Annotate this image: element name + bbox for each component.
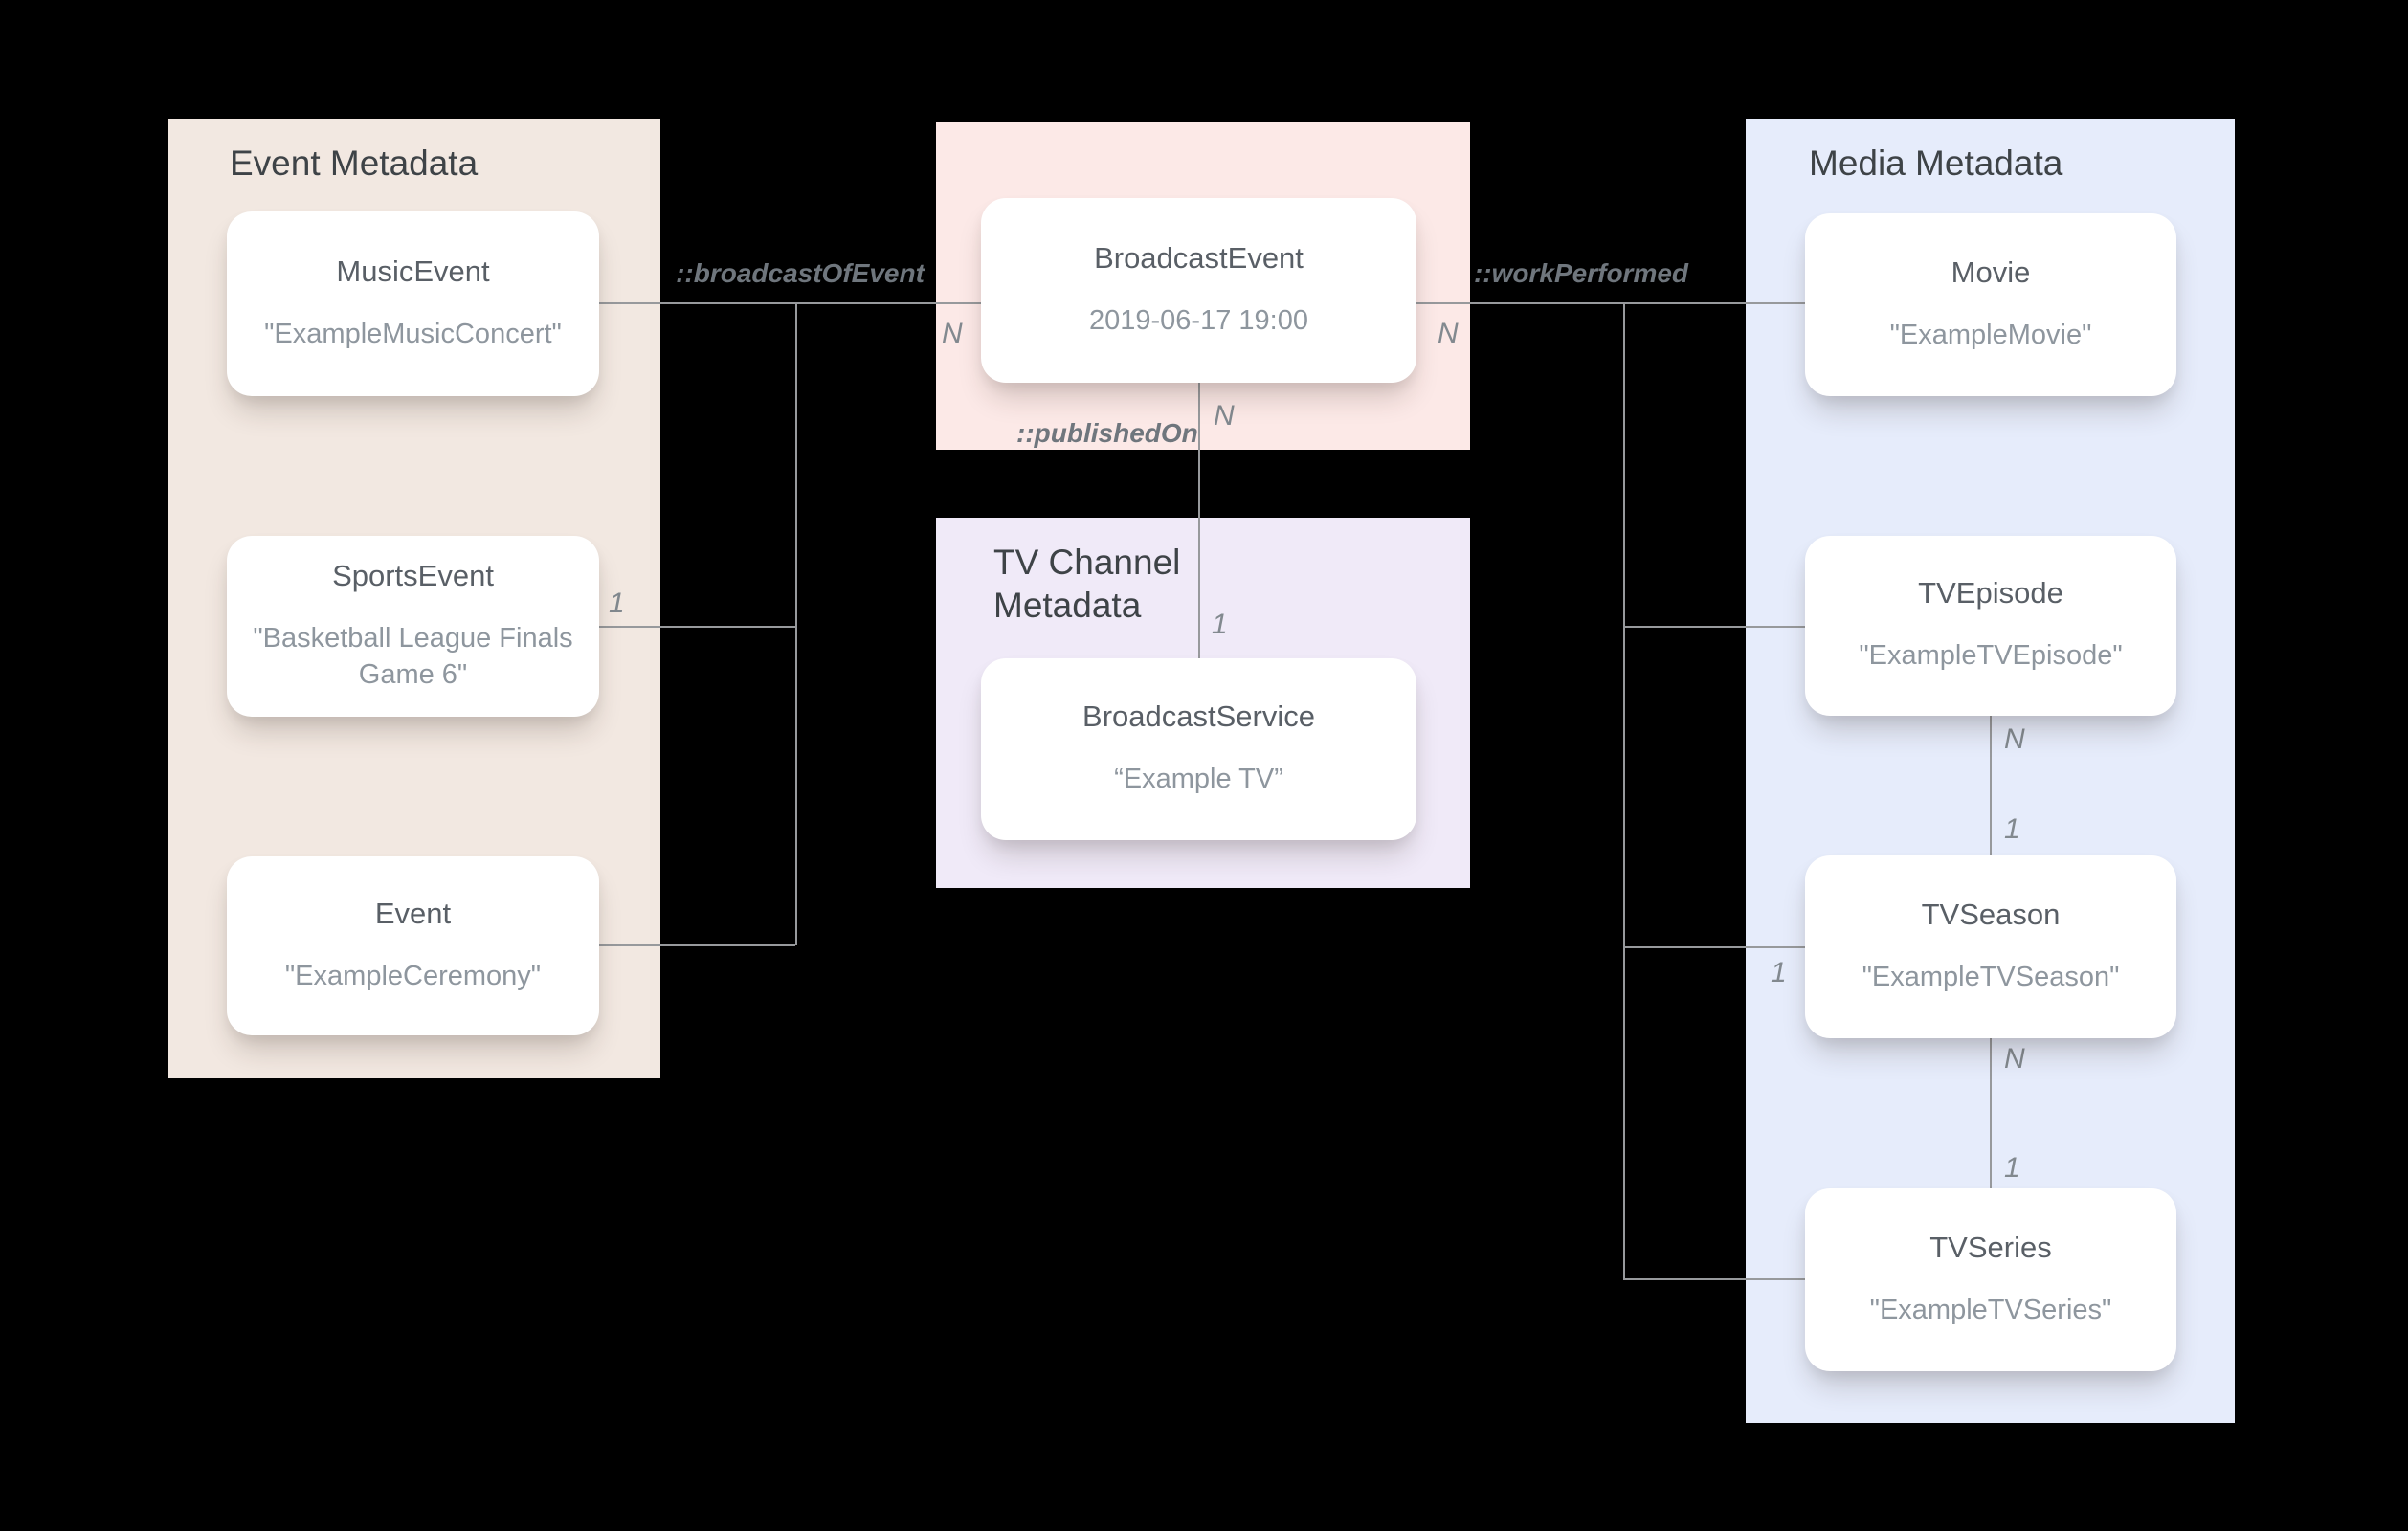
connector-event-stub xyxy=(599,944,795,946)
entity-card-event: Event "ExampleCeremony" xyxy=(227,856,599,1035)
entity-card-musicevent: MusicEvent "ExampleMusicConcert" xyxy=(227,211,599,396)
entity-name: Movie xyxy=(1951,255,2031,289)
entity-name: MusicEvent xyxy=(336,254,490,288)
cardinality-workperformed-n: N xyxy=(1438,318,1459,349)
entity-example: "ExampleTVSeason" xyxy=(1862,961,2120,992)
entity-card-broadcastservice: BroadcastService “Example TV” xyxy=(981,658,1416,840)
entity-example: "Basketball League Finals Game 6" xyxy=(253,622,573,690)
entity-name: Event xyxy=(374,896,452,930)
entity-example: "ExampleCeremony" xyxy=(284,960,542,991)
connector-publishedon-vertical xyxy=(1198,383,1200,658)
connector-musicevent-to-broadcastevent xyxy=(599,302,981,304)
entity-name: TVSeries xyxy=(1929,1230,2052,1264)
connector-tvseason-to-tvseries xyxy=(1990,1038,1992,1188)
entity-card-sportsevent: SportsEvent "Basketball League Finals Ga… xyxy=(227,536,599,717)
connector-tvepisode-to-tvseason xyxy=(1990,716,1992,855)
entity-example: 2019-06-17 19:00 xyxy=(1089,304,1308,336)
cardinality-episode-season-n: N xyxy=(2004,723,2025,755)
cardinality-season-series-1: 1 xyxy=(2004,1152,2020,1184)
connector-broadcastevent-to-movie xyxy=(1416,302,1805,304)
cardinality-broadcastofevent-n: N xyxy=(942,318,963,349)
connector-tvepisode-stub xyxy=(1623,626,1805,628)
entity-example: "ExampleMovie" xyxy=(1889,319,2092,350)
cardinality-publishedon-1: 1 xyxy=(1212,609,1228,640)
entity-example: "ExampleTVSeries" xyxy=(1869,1294,2112,1325)
connector-left-branch-vertical xyxy=(795,302,797,945)
entity-card-tvseries: TVSeries "ExampleTVSeries" xyxy=(1805,1188,2176,1371)
relation-label-publishedon: ::publishedOn xyxy=(1016,418,1198,448)
cardinality-season-series-n: N xyxy=(2004,1043,2025,1075)
entity-name: TVSeason xyxy=(1921,897,2061,931)
entity-card-movie: Movie "ExampleMovie" xyxy=(1805,213,2176,396)
entity-name: SportsEvent xyxy=(332,558,494,592)
entity-card-tvseason: TVSeason "ExampleTVSeason" xyxy=(1805,855,2176,1038)
group-title-tv-channel-metadata: TV Channel Metadata xyxy=(993,543,1181,626)
cardinality-episode-season-1: 1 xyxy=(2004,813,2020,845)
cardinality-broadcastofevent-1: 1 xyxy=(609,588,625,619)
connector-sportsevent-stub xyxy=(599,626,795,628)
entity-card-broadcastevent: BroadcastEvent 2019-06-17 19:00 xyxy=(981,198,1416,383)
entity-name: TVEpisode xyxy=(1918,576,2063,610)
connector-right-branch-vertical xyxy=(1623,302,1625,1280)
entity-name: BroadcastEvent xyxy=(1094,240,1304,275)
entity-example: "ExampleMusicConcert" xyxy=(264,318,562,349)
entity-name: BroadcastService xyxy=(1082,699,1315,734)
relation-label-workperformed: ::workPerformed xyxy=(1473,258,1689,288)
entity-card-tvepisode: TVEpisode "ExampleTVEpisode" xyxy=(1805,536,2176,716)
entity-example: “Example TV” xyxy=(1114,764,1283,795)
connector-tvseason-stub xyxy=(1623,946,1805,948)
group-title-event-metadata: Event Metadata xyxy=(230,144,479,183)
cardinality-publishedon-n: N xyxy=(1214,400,1235,432)
entity-example: "ExampleTVEpisode" xyxy=(1859,640,2123,672)
connector-tvseries-stub xyxy=(1623,1278,1805,1280)
cardinality-workperformed-1: 1 xyxy=(1771,957,1787,988)
group-title-media-metadata: Media Metadata xyxy=(1809,144,2063,183)
relation-label-broadcastofevent: ::broadcastOfEvent xyxy=(676,258,925,288)
